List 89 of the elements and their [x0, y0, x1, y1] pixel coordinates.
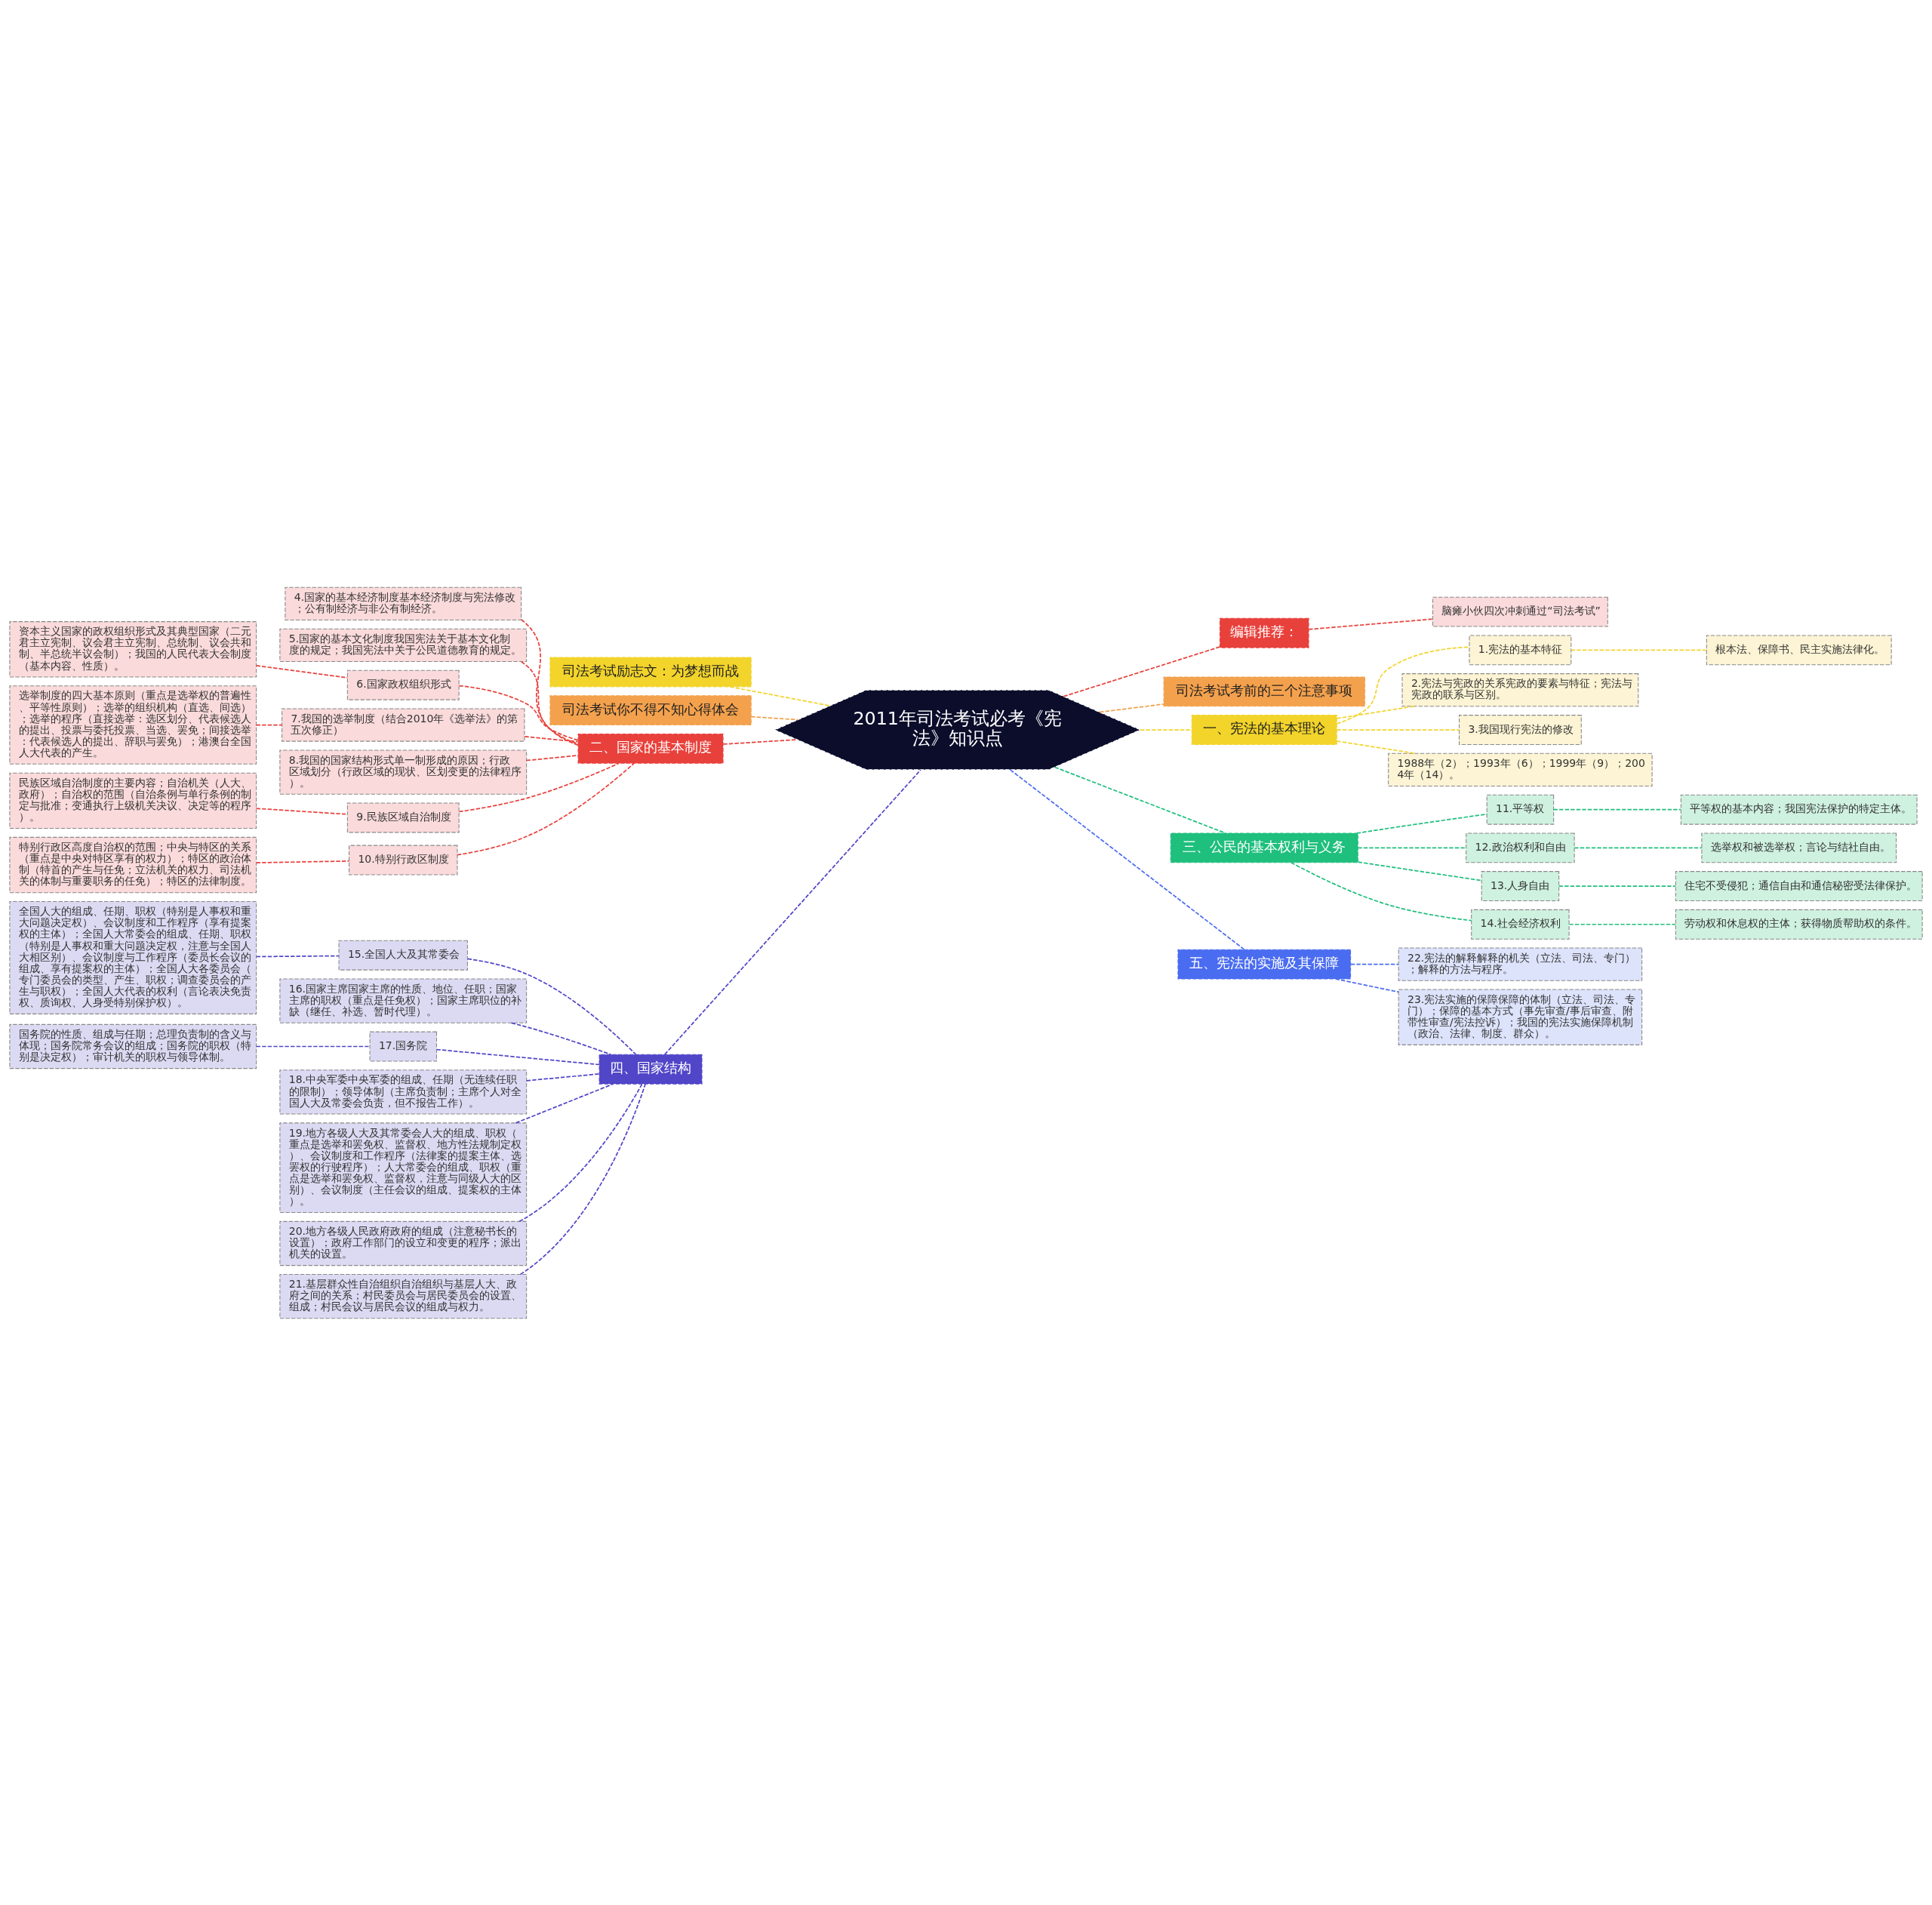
node-box: 10.特别行政区制度: [349, 845, 458, 875]
node-box: 脑瘫小伙四次冲刺通过“司法考试”: [1432, 596, 1608, 627]
node-box: 4.国家的基本经济制度基本经济制度与宪法修改；公有制经济与非公有制经济。: [285, 586, 522, 620]
connector: [519, 1082, 646, 1275]
node-box: 13.人身自由: [1481, 870, 1560, 901]
node-box: 19.地方各级人大及其常委会人大的组成、职权（重点是选举和罢免权、监督权、地方性法规制定权）、会议制度和工作程序（法律案的提案主体、选罢权的行驶程序）；人大常委会的组成、职权（重点是选举和罢免权、监督权，注意与同级人大的区别）、会议制度（主任会议的组成、提案权的主体）。: [279, 1122, 528, 1213]
connector: [1558, 885, 1676, 887]
node-box: 司法考试考前的三个注意事项: [1163, 676, 1365, 706]
connector: [1336, 705, 1415, 719]
connector: [1574, 847, 1703, 848]
connector: [1009, 768, 1245, 950]
node-box: 9.民族区域自治制度: [346, 802, 460, 832]
node-box: 二、国家的基本制度: [577, 733, 724, 764]
node-box: 21.基层群众性自治组织自治组织与基层人大、政府之间的关系；村民委员会与居民委员会的设置、组成；村民会议与居民会议的组成与权力。: [279, 1273, 528, 1319]
connector: [1099, 703, 1164, 712]
connector: [729, 685, 831, 706]
connector: [525, 1073, 600, 1082]
connector: [722, 738, 798, 745]
connector: [1291, 861, 1472, 922]
node-box: 三、公民的基本权利与义务: [1170, 832, 1358, 863]
node-box: 住宅不受侵犯；通信自由和通信秘密受法律保护。: [1675, 870, 1923, 901]
node-box: 全国人大的组成、任期、职权（特别是人事权和重大问题决定权）、会议制度和工作程序（享有提案权的主体）；全国人大常委会的组成、任期、职权（特别是人事权和重大问题决定权，注意与全国人大相区别）、会议制度与工作程序（委员长会议的组成、享有提案权的主体）；全国人大各委员会（专门委员会的类型、产生、职权；调查委员会的产生与职权）；全国人大代表的权利（言论表决免责权、质询权、人身受特别保护权）。: [9, 900, 257, 1014]
node-box: 14.社会经济权利: [1471, 909, 1570, 940]
connector: [255, 1045, 371, 1047]
connector: [1063, 645, 1220, 697]
node-box: 五、宪法的实施及其保障: [1177, 949, 1352, 980]
connector: [750, 716, 799, 720]
connector: [255, 860, 350, 863]
node-box: 16.国家主席国家主席的性质、地位、任职；国家主席的职权（重点是任免权）；国家主席职位的补缺（继任、补选、暂时代理）。: [279, 977, 528, 1023]
connector: [458, 762, 620, 812]
node-box: 5.国家的基本文化制度我国宪法关于基本文化制度的规定；我国宪法中关于公民道德教育的规定。: [279, 628, 528, 662]
connector: [525, 754, 579, 761]
connector: [435, 1048, 600, 1065]
node-box: 18.中央军委中央军委的组成、任期（无连续任职的限制）；领导体制（主席负责制；主席个人对全国人大及常委会负责，但不报告工作）。: [279, 1069, 528, 1115]
connector: [1552, 808, 1681, 811]
connector: [457, 762, 635, 856]
connector: [1336, 740, 1417, 754]
node-box: 司法考试你不得不知心得体会: [549, 694, 752, 725]
node-box: 1988年（2）；1993年（6）；1999年（9）；2004年（14）。: [1388, 752, 1653, 786]
node-box: 国务院的性质、组成与任期；总理负责制的含义与体现；国务院常务会议的组成；国务院的职权（特别是决定权）；审计机关的职权与领导体制。: [9, 1023, 257, 1069]
connector: [1334, 977, 1399, 993]
node-box: 一、宪法的基本理论: [1191, 714, 1337, 745]
connector: [1357, 860, 1483, 881]
connector: [255, 664, 348, 679]
connector: [1054, 766, 1226, 834]
node-box: 司法考试励志文：为梦想而战: [549, 657, 752, 687]
node-box: 劳动权和休息权的主体；获得物质帮助权的条件。: [1675, 909, 1923, 940]
connector: [524, 735, 579, 743]
node-box: 17.国务院: [369, 1031, 437, 1061]
node-box: 四、国家结构: [598, 1054, 703, 1085]
connector: [255, 724, 283, 725]
connector: [1568, 923, 1676, 925]
connector: [515, 1082, 614, 1124]
node-box: 12.政治权利和自由: [1466, 832, 1575, 863]
node-box: 选举权和被选举权；言论与结社自由。: [1701, 832, 1897, 863]
node-box: 3.我国现行宪法的修改: [1459, 714, 1582, 745]
connector: [510, 1022, 612, 1055]
node-box: 22.宪法的解释解释的机关（立法、司法、专门）；解释的方法与程序。: [1398, 947, 1643, 981]
node-box: 选举制度的四大基本原则（重点是选举权的普遍性、平等性原则）；选举的组织机构（直选、间选）；选举的程序（直接选举：选区划分、代表候选人的提出、投票与委托投票、当选、罢免；间接选举：代表候选人的提出、辞职与罢免）；港澳台全国人大代表的产生。: [9, 685, 257, 765]
connector: [518, 1082, 643, 1222]
node-box: 7.我国的选举制度（结合2010年《选举法》的第五次修正）: [281, 707, 525, 742]
connector: [1571, 649, 1707, 651]
node-box: 8.我国的国家结构形式单一制形成的原因；行政区域划分（行政区域的现状、区划变更的法律程序）。: [279, 749, 528, 795]
connector: [520, 618, 579, 746]
connector: [1336, 646, 1470, 725]
node-box: 15.全国人大及其常委会: [338, 940, 468, 971]
connector: [458, 685, 579, 741]
connector: [255, 807, 348, 815]
node-box: 1.宪法的基本特征: [1469, 634, 1572, 665]
node-box: 根本法、保障书、民主实施法律化。: [1706, 634, 1892, 665]
connector: [466, 958, 637, 1055]
connector: [520, 660, 579, 744]
connector: [1355, 813, 1487, 834]
node-box: 资本主义国家的政权组织形式及其典型国家（二元君主立宪制、议会君主立宪制、总统制、议会共和制、半总统半议会制）；我国的人民代表大会制度（基本内容、性质）。: [9, 620, 257, 677]
node-box: 平等权的基本内容；我国宪法保护的特定主体。: [1680, 794, 1918, 825]
connector: [1357, 847, 1467, 848]
node-box: 6.国家政权组织形式: [346, 669, 460, 700]
node-box: 23.宪法实施的保障保障的体制（立法、司法、专门）；保障的基本方式（事先审查/事后审查、附带性审查/宪法控诉）；我国的宪法实施保障机制（政治、法律、制度、群众）。: [1398, 989, 1643, 1045]
node-box: 20.地方各级人民政府政府的组成（注意秘书长的设置）；政府工作部门的设立和变更的程序；派出机关的设置。: [279, 1220, 528, 1266]
connector: [255, 955, 340, 957]
node-box: 11.平等权: [1486, 794, 1555, 825]
node-box: 2.宪法与宪政的关系宪政的要素与特征；宪法与宪政的联系与区别。: [1401, 672, 1639, 706]
connector: [1308, 617, 1434, 630]
node-box: 编辑推荐：: [1219, 617, 1309, 648]
connector: [1350, 963, 1399, 965]
node-box: 民族区域自治制度的主要内容；自治机关（人大、政府）；自治权的范围（自治条例与单行条例的制定与批准；变通执行上级机关决议、决定等的程序）。: [9, 772, 257, 829]
node-box: 特别行政区高度自治权的范围；中央与特区的关系（重点是中央对特区享有的权力）；特区的政治体制（特首的产生与任免；立法机关的权力、司法机关的体制与重要职务的任免）；特区的法律制度。: [9, 836, 257, 893]
connector: [1336, 728, 1460, 731]
connector: [663, 768, 921, 1055]
